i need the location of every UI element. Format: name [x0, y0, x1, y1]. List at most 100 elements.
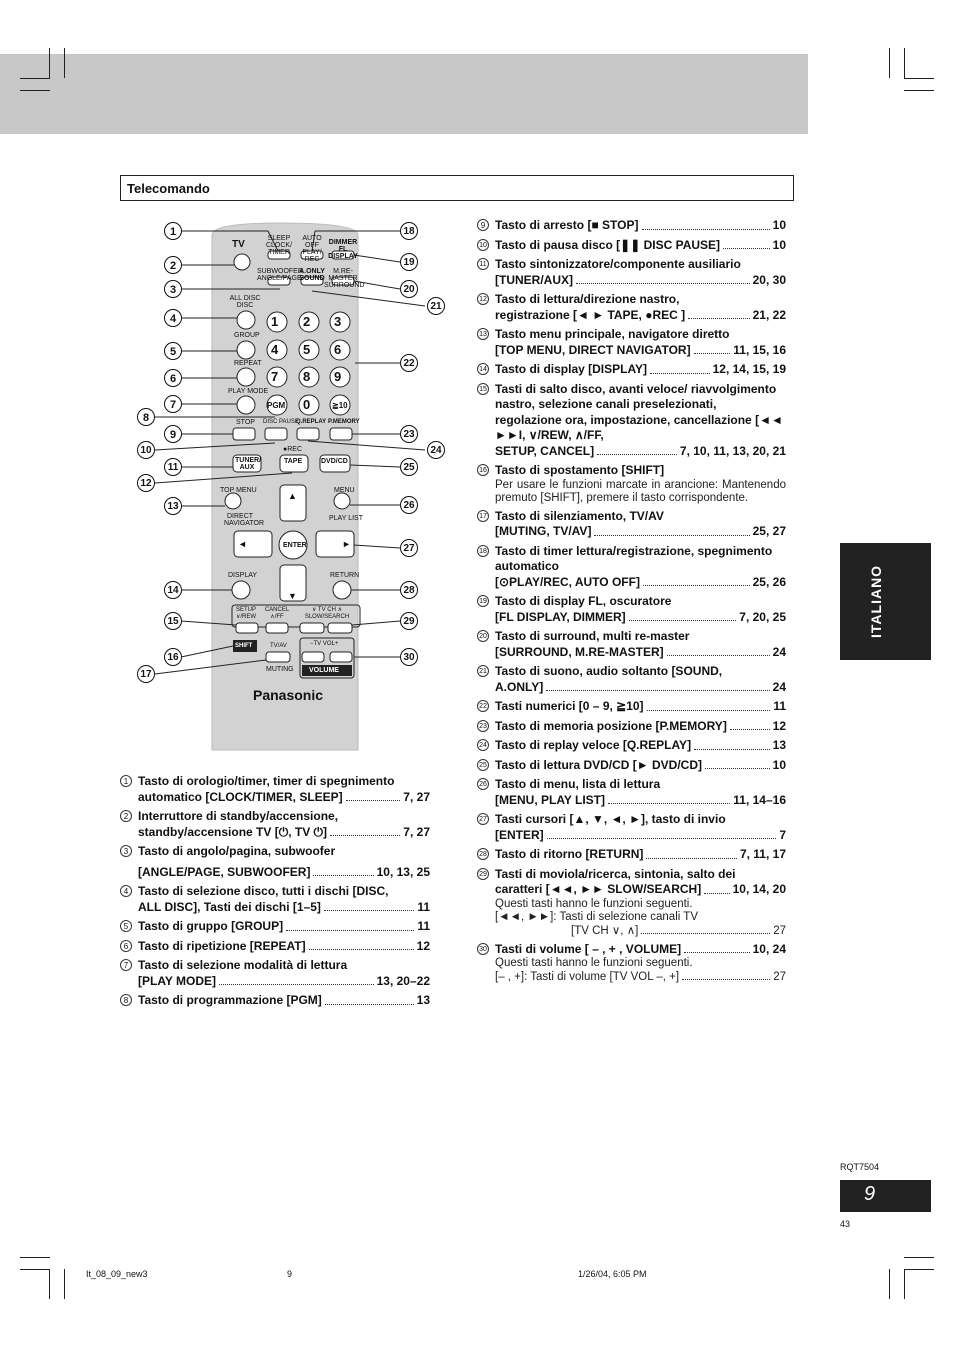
label-tape[interactable]: TAPE: [284, 458, 303, 465]
item-note-pages: 27: [773, 971, 786, 983]
label-muting: MUTING: [266, 666, 294, 673]
right-legend: 9 Tasto di arresto [■ STOP] 10 10 Tasto d…: [477, 218, 786, 988]
digit-2[interactable]: 2: [303, 314, 311, 329]
item-row: [TOP MENU, DIRECT NAVIGATOR]: [495, 342, 691, 357]
item-text: Tasto di spostamento [SHIFT]: [495, 463, 665, 477]
item-pages: 11: [417, 919, 430, 933]
label-shift[interactable]: SHIFT: [235, 643, 253, 649]
item-pages: 11: [773, 699, 786, 713]
label-sleep-clock: SLEEP CLOCK/ TIMER: [265, 235, 293, 256]
item-number: 23: [477, 719, 489, 732]
label-stop: STOP: [236, 419, 255, 426]
item-pages: 24: [772, 679, 786, 694]
page-number: 9: [864, 1183, 876, 1205]
label-tuner[interactable]: TUNER/ AUX: [235, 457, 262, 471]
label-volume[interactable]: VOLUME: [309, 667, 339, 674]
label-top-menu: TOP MENU: [220, 487, 257, 494]
item-row: caratteri [◄◄, ►► SLOW/SEARCH]: [495, 882, 702, 896]
legend-item: 26 Tasto di menu, lista di lettura [MENU…: [477, 777, 786, 808]
legend-item: 14 Tasto di display [DISPLAY]12, 14, 15,…: [477, 362, 786, 378]
cursor-up-button[interactable]: ▲: [288, 491, 297, 501]
item-pages: 20, 30: [752, 272, 786, 287]
callout-20: 20: [400, 280, 418, 298]
callout-19: 19: [400, 253, 418, 271]
callout-22: 22: [400, 354, 418, 372]
label-direct-navigator: DIRECT NAVIGATOR: [224, 513, 265, 527]
item-number: 22: [477, 700, 489, 712]
item-row: [ENTER]: [495, 827, 544, 842]
digit-4[interactable]: 4: [271, 342, 279, 357]
item-row: Tasto di display [DISPLAY]: [495, 362, 648, 376]
label-pgm[interactable]: PGM: [267, 401, 286, 410]
item-pages: 25, 26: [752, 574, 786, 589]
cursor-left-button[interactable]: ◄: [238, 539, 247, 549]
crop-mark: [49, 1269, 50, 1299]
label-a-only: A.ONLY SOUND: [299, 268, 325, 282]
item-row: Tasti di volume [ – , + , VOLUME]: [495, 941, 682, 956]
digit-1[interactable]: 1: [271, 314, 279, 329]
digit-8[interactable]: 8: [303, 369, 311, 384]
legend-item: 15 Tasti di salto disco, avanti veloce/ …: [477, 382, 786, 460]
item-row: standby/accensione TV [⏻, TV ⏻]: [138, 824, 328, 839]
item-number: 17: [477, 509, 489, 522]
item-row: [TUNER/AUX]: [495, 272, 573, 287]
legend-item: 21 Tasto di suono, audio soltanto [SOUND…: [477, 664, 786, 695]
digit-5[interactable]: 5: [303, 342, 311, 357]
crop-mark: [64, 1269, 65, 1299]
legend-item: 7 Tasto di selezione modalità di lettura…: [120, 958, 430, 989]
label-tv: TV: [232, 239, 245, 250]
callout-15: 15: [164, 612, 182, 630]
legend-item: 25 Tasto di lettura DVD/CD [► DVD/CD] 10: [477, 758, 786, 774]
item-pages: 21, 22: [752, 307, 786, 322]
digit-6[interactable]: 6: [334, 342, 342, 357]
language-tab: ITALIANO: [840, 543, 931, 660]
legend-item: 11 Tasto sintonizzatore/componente ausil…: [477, 257, 786, 288]
item-number: 28: [477, 848, 489, 860]
digit-3[interactable]: 3: [334, 314, 342, 329]
callout-8: 8: [137, 408, 155, 426]
callout-3: 3: [164, 280, 182, 298]
label-tv-vol: −TV VOL+: [310, 641, 339, 647]
crop-mark: [20, 1257, 50, 1258]
item-number: 25: [477, 758, 489, 771]
label-p-memory: P.MEMORY: [328, 419, 360, 425]
item-pages: 10: [772, 218, 786, 232]
item-number: 4: [120, 885, 132, 897]
digit-7[interactable]: 7: [271, 369, 279, 384]
label-play-list: PLAY LIST: [329, 515, 363, 522]
digit-0[interactable]: 0: [303, 397, 311, 412]
item-row: Tasto di lettura DVD/CD [► DVD/CD]: [495, 757, 702, 772]
item-row: [MUTING, TV/AV]: [495, 524, 592, 538]
callout-10: 10: [137, 441, 155, 459]
callout-11: 11: [164, 458, 182, 476]
item-text: Tasto di angolo/pagina, subwoofer: [138, 844, 336, 858]
callout-5: 5: [164, 342, 182, 360]
item-pages: 11, 14–16: [733, 792, 786, 807]
item-number: 29: [477, 867, 489, 880]
item-row: Tasto di arresto [■ STOP]: [495, 218, 639, 232]
cursor-right-button[interactable]: ►: [342, 539, 351, 549]
label-return: RETURN: [330, 572, 360, 579]
label-dvdcd[interactable]: DVD/CD: [321, 458, 348, 465]
label-disc-pause: DISC PAUSE: [263, 419, 299, 425]
digit-ge10[interactable]: ≧10: [332, 401, 348, 410]
item-number: 6: [120, 939, 132, 952]
item-row: Tasto di gruppo [GROUP]: [138, 919, 284, 933]
label-menu: MENU: [334, 487, 355, 494]
item-text: Tasti cursori [▲, ▼, ◄, ►], tasto di inv…: [495, 812, 726, 826]
label-enter[interactable]: ENTER: [283, 542, 307, 549]
crop-mark: [904, 1269, 934, 1270]
digit-9[interactable]: 9: [334, 369, 342, 384]
item-number: 8: [120, 994, 132, 1006]
callout-21: 21: [427, 297, 445, 315]
item-pages: 10: [772, 757, 786, 772]
item-number: 9: [477, 219, 489, 231]
cursor-down-button[interactable]: ▼: [288, 591, 297, 601]
item-row: Tasto di memoria posizione [P.MEMORY]: [495, 718, 727, 733]
item-text: Tasto di menu, lista di lettura: [495, 777, 661, 791]
callout-28: 28: [400, 581, 418, 599]
item-text: Tasto di selezione modalità di lettura: [138, 958, 348, 972]
legend-item: 8 Tasto di programmazione [PGM]13: [120, 993, 430, 1009]
callout-16: 16: [164, 648, 182, 666]
footer-date: 1/26/04, 6:05 PM: [578, 1269, 647, 1279]
